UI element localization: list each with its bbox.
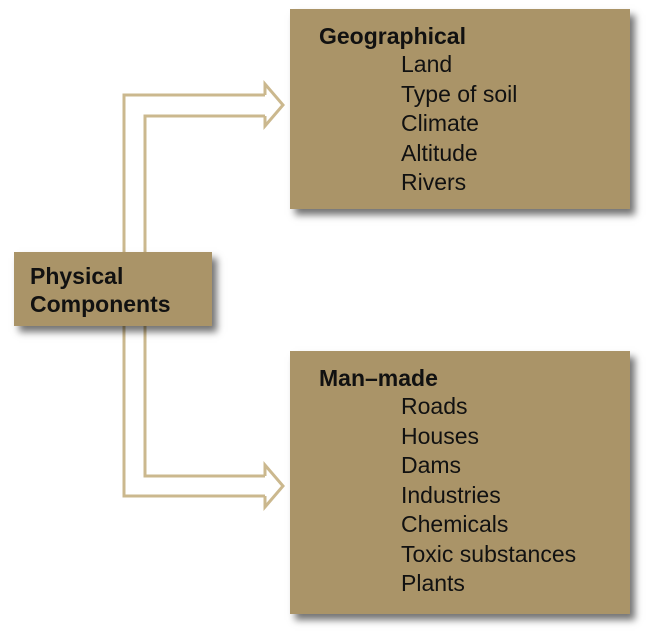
geographical-heading: Geographical [319, 23, 466, 49]
list-item: Toxic substances [401, 540, 577, 567]
list-item: Plants [401, 570, 465, 596]
list-item: Type of soil [401, 80, 518, 107]
list-item: Dams [401, 452, 462, 478]
geographical-list: Land Type of soil Climate Altitude River… [401, 50, 517, 198]
arrow-to-man-made [122, 326, 285, 512]
arrow-to-geographical [122, 79, 285, 252]
geographical-box: Geographical Land Type of soil Climate A… [290, 9, 630, 209]
list-item: Roads [401, 393, 468, 419]
man-made-box: Man–made Roads Houses Dams Industries Ch… [290, 351, 630, 614]
list-item: Chemicals [401, 511, 509, 537]
man-made-heading: Man–made [319, 365, 438, 391]
list-item: Altitude [401, 139, 478, 166]
list-item: Land [401, 51, 453, 77]
list-item: Climate [401, 110, 479, 136]
physical-components-box: Physical Components [14, 252, 212, 326]
man-made-list: Roads Houses Dams Industries Chemicals T… [401, 392, 576, 599]
list-item: Houses [401, 422, 479, 449]
list-item: Industries [401, 481, 501, 508]
physical-components-label: Physical Components [30, 263, 171, 317]
list-item: Rivers [401, 169, 467, 195]
